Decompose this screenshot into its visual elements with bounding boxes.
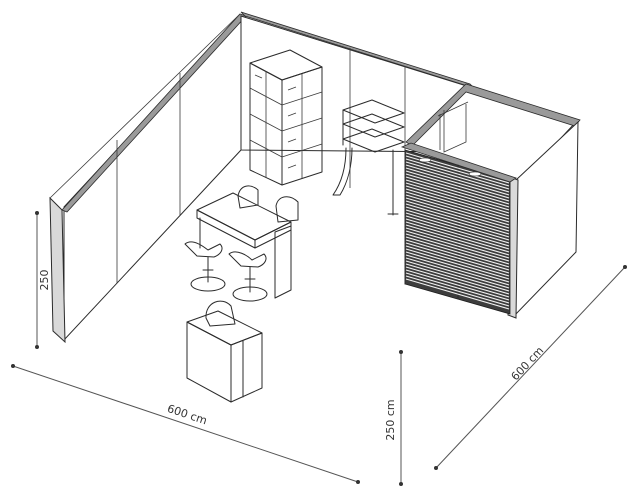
- slat-line: [405, 182, 510, 214]
- reception-counter: [186, 310, 263, 403]
- slat-line: [405, 278, 510, 310]
- spot-lights: [418, 157, 482, 177]
- slat-line: [405, 260, 510, 292]
- wall-shelf-unit: [332, 99, 405, 216]
- dimension-width-front: [11, 364, 360, 484]
- slat-line: [405, 170, 510, 202]
- slat-line: [405, 173, 510, 205]
- slat-line: [405, 275, 510, 307]
- slat-line: [405, 257, 510, 289]
- slat-line: [405, 185, 510, 217]
- slat-line: [405, 164, 510, 196]
- slat-line: [405, 209, 510, 241]
- slat-line: [405, 176, 510, 208]
- dimension-depth-right: [434, 265, 627, 470]
- back-wall: [240, 11, 475, 200]
- dimension-label-depth-right: 600 cm: [509, 344, 547, 383]
- dimension-label-height-front: 250 cm: [384, 399, 397, 440]
- slat-line: [405, 254, 510, 286]
- slat-line: [405, 248, 510, 280]
- slat-line: [405, 167, 510, 199]
- slat-line: [405, 197, 510, 229]
- dimension-label-height-left: 250: [38, 270, 51, 291]
- slat-line: [405, 188, 510, 220]
- slat-line: [405, 215, 510, 247]
- slat-line: [405, 269, 510, 301]
- slat-line: [405, 251, 510, 283]
- slat-line: [405, 227, 510, 259]
- slat-line: [405, 191, 510, 223]
- slat-line: [405, 263, 510, 295]
- slatted-panel-lines: [405, 152, 510, 310]
- high-table: [196, 192, 292, 299]
- slat-line: [405, 236, 510, 268]
- slat-line: [405, 224, 510, 256]
- slat-line: [405, 233, 510, 265]
- dimension-label-width-front: 600 cm: [165, 402, 208, 427]
- dimension-height-front: [399, 350, 403, 486]
- slat-line: [405, 266, 510, 298]
- slat-line: [405, 161, 510, 193]
- slat-line: [405, 200, 510, 232]
- slat-line: [405, 272, 510, 304]
- slat-line: [405, 239, 510, 271]
- back-chairs: [237, 185, 299, 223]
- slat-line: [405, 230, 510, 262]
- slat-line: [405, 206, 510, 238]
- slat-line: [405, 212, 510, 244]
- slat-line: [405, 218, 510, 250]
- reception-chair: [205, 300, 236, 327]
- slat-line: [405, 194, 510, 226]
- bar-stool-right: [228, 251, 268, 302]
- slat-line: [405, 245, 510, 277]
- slat-line: [405, 242, 510, 274]
- cube-shelf: [249, 49, 323, 186]
- dimension-height-left: [35, 211, 39, 349]
- bar-stool-left: [184, 241, 226, 292]
- slat-line: [405, 158, 510, 190]
- left-wall: [49, 13, 247, 344]
- slat-line: [405, 179, 510, 211]
- slat-line: [405, 221, 510, 253]
- slat-line: [405, 203, 510, 235]
